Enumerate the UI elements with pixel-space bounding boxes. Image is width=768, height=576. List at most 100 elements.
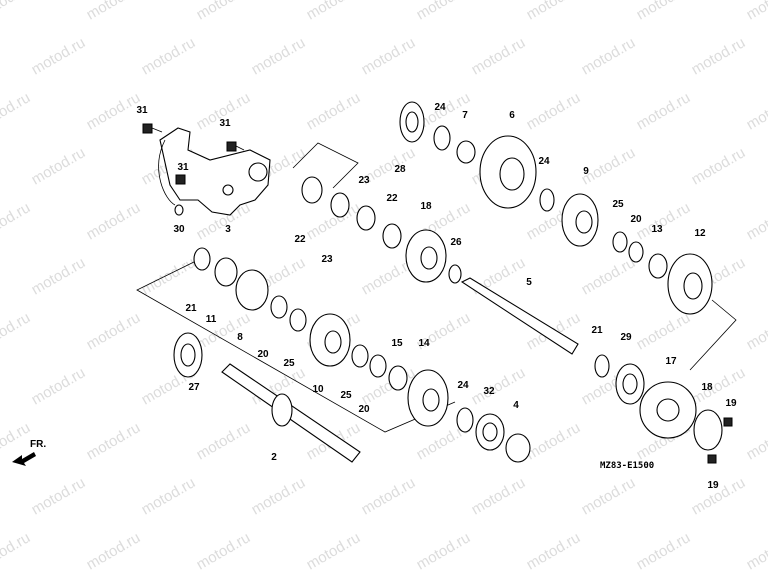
direction-label: FR. (30, 439, 46, 450)
watermark-text: motod.ru (414, 529, 474, 573)
watermark-text: motod.ru (469, 364, 529, 408)
washer-25 (612, 231, 628, 253)
callout-label: 20 (630, 214, 642, 225)
watermark-text: motod.ru (634, 529, 694, 573)
sprocket-17 (639, 381, 697, 439)
bushing-15 (388, 365, 408, 391)
watermark-text: motod.ru (359, 34, 419, 78)
watermark-text: motod.ru (304, 0, 364, 23)
bearing-28 (399, 101, 425, 143)
callout-label: 26 (450, 237, 462, 248)
callout-label: 20 (257, 349, 269, 360)
cap-4 (505, 433, 531, 463)
plate-18 (693, 409, 723, 451)
callout-label: 28 (394, 164, 406, 175)
gear-18 (405, 229, 447, 283)
watermark-text: motod.ru (194, 529, 254, 573)
watermark-text: motod.ru (579, 34, 639, 78)
bracket-3 (158, 127, 271, 216)
bolt-31-a (142, 123, 163, 134)
bushing-13 (648, 253, 668, 279)
bearing-27 (173, 332, 203, 378)
watermark-text: motod.ru (29, 254, 89, 298)
callout-label: 31 (136, 105, 148, 116)
callout-label: 31 (219, 118, 231, 129)
watermark-text: motod.ru (84, 199, 144, 243)
callout-label: 27 (188, 382, 200, 393)
watermark-text: motod.ru (84, 89, 144, 133)
bolt-31-b (226, 141, 245, 152)
callout-label: 21 (185, 303, 197, 314)
callout-label: 8 (237, 332, 243, 343)
watermark-text: motod.ru (139, 254, 199, 298)
bolt-19-a (723, 417, 733, 427)
diagram-code: MZ83-E1500 (600, 461, 654, 471)
watermark-text: motod.ru (29, 364, 89, 408)
watermark-text: motod.ru (249, 34, 309, 78)
callout-label: 9 (583, 166, 589, 177)
callout-label: 30 (173, 224, 185, 235)
callout-label: 23 (321, 254, 333, 265)
watermark-text: motod.ru (194, 419, 254, 463)
callout-label: 19 (707, 480, 719, 491)
shaft-5 (460, 277, 579, 355)
gear-14 (407, 369, 449, 427)
callout-label: 24 (457, 380, 469, 391)
watermark-text: motod.ru (84, 419, 144, 463)
watermark-text: motod.ru (29, 474, 89, 518)
washer-26 (448, 264, 462, 284)
callout-label: 21 (591, 325, 603, 336)
callout-label: 13 (651, 224, 663, 235)
bushing-11 (214, 257, 238, 287)
gear-10 (309, 313, 351, 367)
callout-label: 6 (509, 110, 515, 121)
watermark-text: motod.ru (524, 419, 584, 463)
bushing-7 (456, 140, 476, 164)
watermark-text: motod.ru (689, 364, 749, 408)
watermark-text: motod.ru (744, 199, 768, 243)
callout-label: 18 (420, 201, 432, 212)
bolt-19-b (707, 454, 717, 464)
gear-9 (561, 193, 599, 247)
washer-22-a (301, 176, 323, 204)
callout-label: 31 (177, 162, 189, 173)
watermark-text: motod.ru (84, 0, 144, 23)
watermark-text: motod.ru (194, 0, 254, 23)
watermark-text: motod.ru (0, 529, 33, 573)
callout-label: 10 (312, 384, 324, 395)
watermark-text: motod.ru (524, 0, 584, 23)
washer-23-a (330, 192, 350, 218)
watermark-text: motod.ru (744, 89, 768, 133)
watermark-text: motod.ru (84, 529, 144, 573)
gear-8 (235, 269, 269, 311)
watermark-text: motod.ru (469, 34, 529, 78)
callout-label: 17 (665, 356, 677, 367)
watermark-text: motod.ru (744, 0, 768, 23)
callout-label: 5 (526, 277, 532, 288)
gear-6 (479, 135, 537, 209)
front-arrow-icon (12, 452, 36, 466)
bearing-32 (475, 413, 505, 451)
callout-label: 25 (283, 358, 295, 369)
watermark-text: motod.ru (744, 309, 768, 353)
shaft-2 (221, 363, 361, 463)
watermark-text: motod.ru (469, 474, 529, 518)
watermark-text: motod.ru (139, 34, 199, 78)
bearing-29 (615, 363, 645, 405)
watermark-text: motod.ru (359, 474, 419, 518)
callout-label: 4 (513, 400, 519, 411)
watermark-text: motod.ru (0, 309, 33, 353)
callout-label: 20 (358, 404, 370, 415)
washer-24-top (433, 125, 451, 151)
watermark-text: motod.ru (29, 34, 89, 78)
watermark-text: motod.ru (29, 144, 89, 188)
watermark-text: motod.ru (744, 419, 768, 463)
washer-24-mid (539, 188, 555, 212)
watermark-text: motod.ru (249, 474, 309, 518)
washer-20-mid (369, 354, 387, 378)
callout-label: 19 (725, 398, 737, 409)
